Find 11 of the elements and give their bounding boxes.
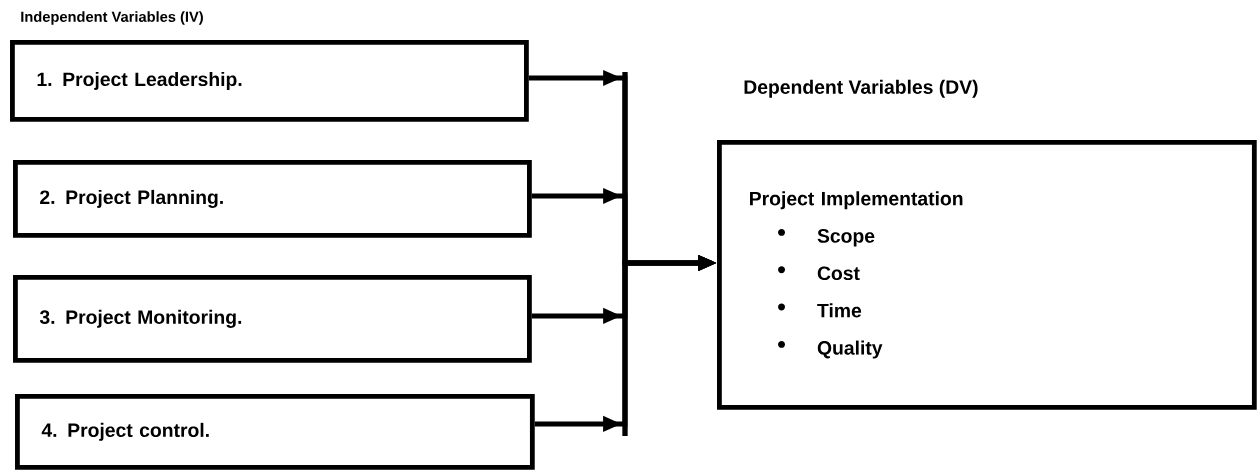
variable-box: 4. Project control. — [15, 394, 535, 470]
variable-box: 2. Project Planning. — [13, 160, 532, 238]
list-item: Cost — [817, 266, 860, 281]
list-item: Time — [817, 303, 862, 318]
variable-box: 3. Project Monitoring. — [13, 275, 532, 363]
list-item: Quality — [817, 340, 883, 359]
box-heading: Project Implementation — [750, 191, 963, 210]
group-heading: Independent Variables (IV) — [21, 11, 203, 25]
variable-box: 1. Project Leadership. — [10, 40, 529, 122]
box-heading: Dependent Variables (DV) — [744, 79, 978, 98]
list-item: Scope — [817, 229, 875, 247]
